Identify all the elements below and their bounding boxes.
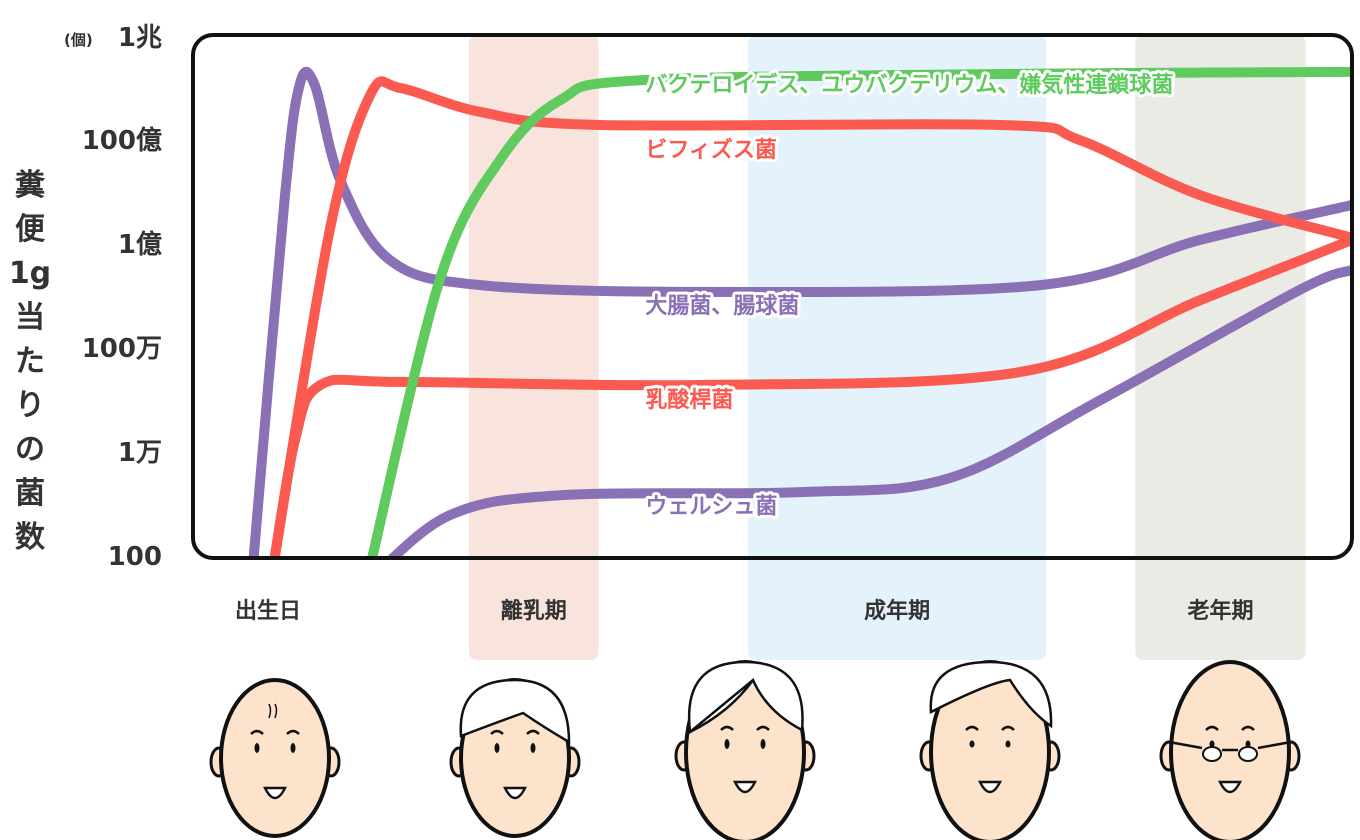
- y-tick-label: 1兆: [118, 23, 162, 53]
- series-line: [368, 265, 1352, 558]
- stage-label: 出生日: [235, 599, 301, 624]
- series-label: ウェルシュ菌: [645, 494, 777, 519]
- stage-label: 老年期: [1186, 598, 1253, 624]
- series-line: [363, 66, 1352, 558]
- series-label: 大腸菌、腸球菌: [645, 294, 799, 319]
- y-tick-label: 100: [108, 542, 162, 572]
- plot-frame: [191, 33, 1354, 560]
- series-line: [247, 66, 1352, 558]
- stage-label: 離乳期: [501, 598, 567, 624]
- y-tick-label: 100億: [82, 126, 162, 156]
- adult-woman-face-icon: [674, 660, 816, 840]
- stage-band: [1135, 35, 1306, 660]
- y-tick-label: 100万: [82, 334, 162, 364]
- series-line: [266, 76, 1352, 558]
- elderly-face-icon: [1159, 660, 1301, 840]
- y-tick-label: 1万: [118, 438, 162, 468]
- y-tick-label: 1億: [118, 230, 162, 260]
- baby-face-icon: [209, 678, 341, 838]
- series-label: 乳酸桿菌: [645, 387, 733, 413]
- y-unit: (個): [64, 31, 93, 49]
- series-label: ビフィズス菌: [645, 137, 777, 163]
- stage-label: 成年期: [864, 598, 930, 624]
- series-label: バクテロイデス、ユウバクテリウム、嫌気性連鎖球菌: [645, 72, 1173, 98]
- adult-man-face-icon: [919, 660, 1061, 840]
- child-face-icon: [449, 678, 581, 838]
- stage-band: [748, 35, 1047, 660]
